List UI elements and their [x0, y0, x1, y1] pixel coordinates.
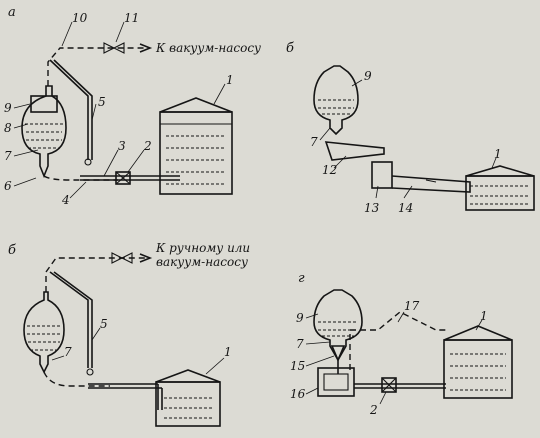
tank-b: [465, 165, 535, 211]
pump-arrow-v: [139, 253, 153, 263]
funnel-box-13: [371, 161, 393, 189]
pipe-5-a: [49, 59, 89, 160]
num-2-g: 2: [369, 403, 378, 417]
panel-v-letter: б: [8, 243, 16, 258]
num-6-a: 6: [4, 179, 12, 193]
tank-a: [159, 97, 233, 195]
num-1-v: 1: [224, 345, 232, 359]
panel-b-letter: б: [286, 41, 294, 56]
num-11-a: 11: [124, 11, 139, 25]
panel-v: б К ручному или вакуум-насосу: [8, 241, 250, 427]
vacuum-line-v: [45, 257, 148, 292]
num-1-b: 1: [494, 147, 502, 161]
pump-arrow-a: [139, 43, 153, 53]
num-9-b: 9: [364, 69, 372, 83]
pipe-6-a: [43, 175, 118, 181]
num-13-b: 13: [364, 201, 380, 215]
valve-v-icon: [111, 252, 133, 264]
num-5-v: 5: [100, 317, 108, 331]
num-7-g: 7: [296, 337, 304, 351]
valve-4-icon: [84, 158, 92, 166]
pump-label-v-line2: вакуум-насосу: [156, 255, 248, 269]
num-9-g: 9: [296, 311, 304, 325]
num-2-a: 2: [143, 139, 152, 153]
panel-g: г 9: [290, 271, 513, 417]
funnel-15: [330, 345, 346, 363]
num-1-a: 1: [226, 73, 234, 87]
num-3-a: 3: [118, 139, 126, 153]
pipe-5-v: [49, 271, 89, 368]
vacuum-line-a: [47, 47, 148, 86]
num-15-g: 15: [290, 359, 305, 373]
num-5-a: 5: [98, 95, 106, 109]
num-12-b: 12: [322, 163, 337, 177]
trough-12: [324, 141, 385, 161]
pipe-14: [391, 175, 471, 193]
num-7-b: 7: [310, 135, 318, 149]
box-16: [317, 367, 355, 397]
pump-label-a: К вакуум-насосу: [155, 41, 261, 55]
num-7-v: 7: [64, 345, 72, 359]
panel-a: а К вакуум-насосу: [4, 5, 261, 207]
valve-2-a-icon: [115, 171, 131, 185]
flask-b: [313, 65, 359, 136]
vacuum-line-17: [349, 311, 448, 370]
flask-a: [21, 85, 67, 179]
valve-11-icon: [103, 42, 125, 54]
num-14-b: 14: [398, 201, 413, 215]
panel-a-letter: а: [8, 5, 16, 20]
num-9-a: 9: [4, 101, 12, 115]
num-17-g: 17: [404, 299, 420, 313]
num-8-a: 8: [4, 121, 12, 135]
flask-g: [313, 289, 363, 362]
num-10-a: 10: [72, 11, 88, 25]
pipe-bottom-v: [43, 371, 110, 387]
num-16-g: 16: [290, 387, 306, 401]
pump-label-v-line1: К ручному или: [155, 241, 250, 255]
tank-v: [155, 369, 221, 427]
panel-g-letter: г: [298, 271, 305, 286]
num-7-a: 7: [4, 149, 12, 163]
num-4-a: 4: [61, 193, 70, 207]
num-1-g: 1: [480, 309, 488, 323]
tank-g: [443, 325, 513, 399]
panel-b: б 9 7 1 12 13 14: [286, 41, 535, 215]
flask-v: [23, 291, 65, 374]
valve-2-g-icon: [381, 377, 397, 393]
